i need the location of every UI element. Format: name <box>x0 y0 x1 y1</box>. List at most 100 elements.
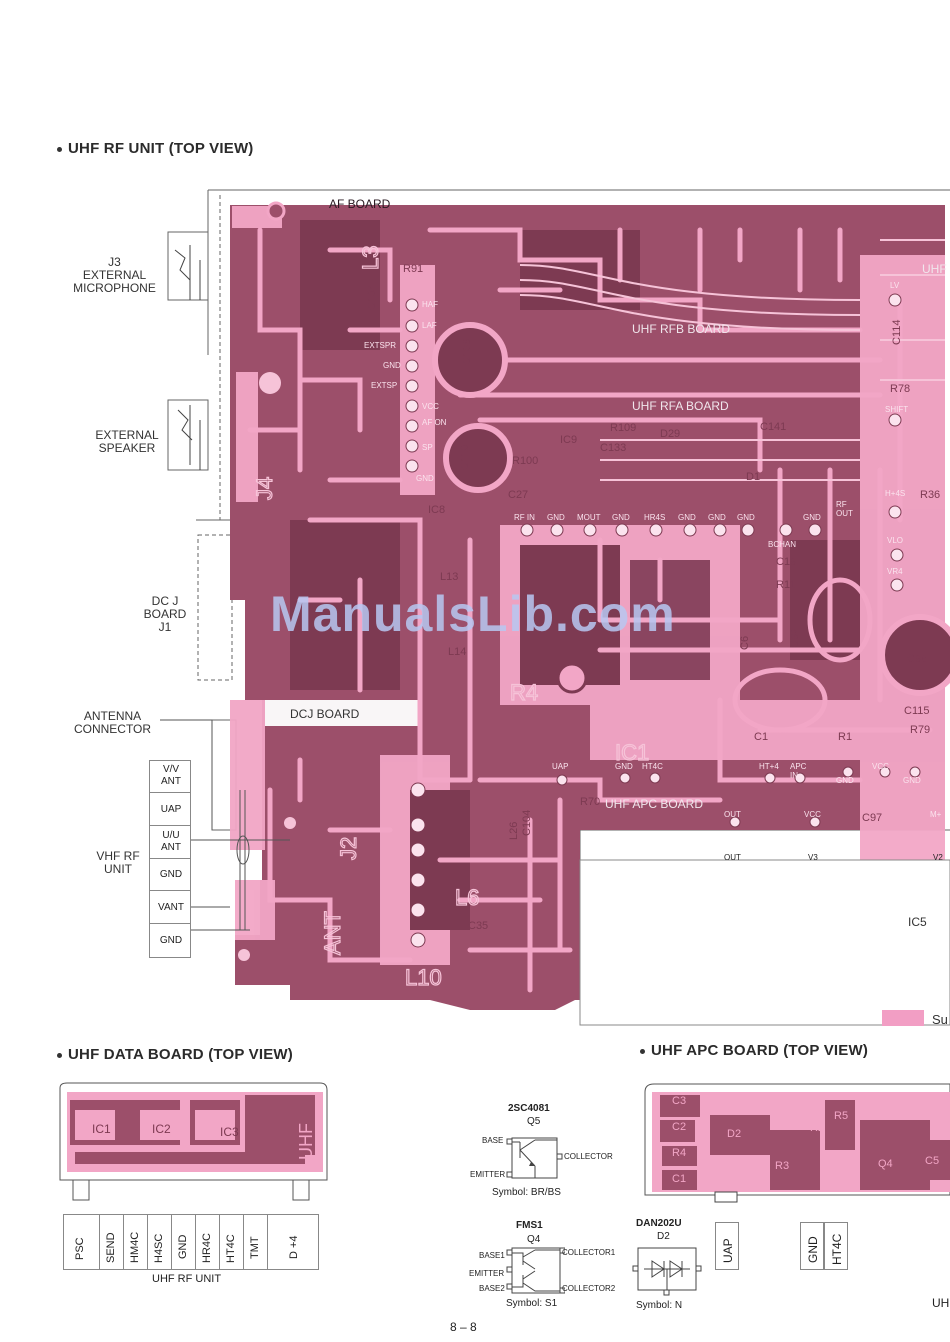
svg-text:ANT: ANT <box>320 911 345 955</box>
svg-text:C134: C134 <box>366 284 378 310</box>
jack-shapes <box>174 245 201 470</box>
svg-text:C108: C108 <box>461 339 473 365</box>
right-label: VLO <box>887 536 904 545</box>
right-label: BCHAN <box>768 540 797 549</box>
data-board-pin-table: PSC SEND HM4C H4SC GND HR4C HT4C TMT D +… <box>63 1214 319 1270</box>
right-label: SHIFT <box>885 405 909 414</box>
dc-j-board-label: DC J BOARD J1 <box>143 594 187 634</box>
svg-text:R109: R109 <box>610 422 636 434</box>
data-board-pin-cell: H4SC <box>147 1214 172 1270</box>
q5-emitter-label: EMITTER <box>470 1170 506 1179</box>
svg-text:L6: L6 <box>455 885 479 910</box>
apc-pads <box>556 766 921 828</box>
q4-base2-label: BASE2 <box>479 1284 505 1293</box>
svg-text:C133: C133 <box>600 442 626 454</box>
svg-text:R1: R1 <box>838 731 852 743</box>
test-point-pads <box>520 523 822 537</box>
uhf-top-label: UHF <box>922 262 947 276</box>
svg-text:C92: C92 <box>789 628 801 648</box>
svg-text:C114: C114 <box>891 320 903 345</box>
q4-transistor-symbol <box>506 1247 565 1294</box>
vhf-pin-label: UAP <box>160 804 182 815</box>
apc-part-label: C4 <box>872 1096 887 1108</box>
data-board-ic-label: IC3 <box>220 1125 239 1139</box>
right-label: LV <box>890 281 900 290</box>
q4-collector1-label: COLLECTOR1 <box>562 1248 616 1257</box>
q5-symbol-label: Symbol: BR/BS <box>492 1187 561 1198</box>
apc-point-label: M+ <box>930 810 942 819</box>
watermark: ManualsLib.com <box>270 586 676 642</box>
uhf-rfa-board-label: UHF RFA BOARD <box>632 399 729 413</box>
svg-text:D1: D1 <box>746 471 760 483</box>
apc-pin-cell: HT4C <box>824 1222 848 1270</box>
data-board-pin-label: TMT <box>249 1236 261 1259</box>
svg-text:C98: C98 <box>907 653 927 665</box>
apc-point-label: APC IN <box>790 762 807 780</box>
uhf-data-board-title: UHF DATA BOARD (TOP VIEW) <box>68 1046 293 1063</box>
data-board-pin-label: SEND <box>105 1232 117 1263</box>
test-point-label: GND <box>612 513 630 522</box>
apc-point-label: OUT <box>724 810 741 819</box>
uhf-apc-board <box>644 1083 950 1203</box>
apc-point-label: UAP <box>552 762 569 771</box>
q4-base1-label: BASE1 <box>479 1251 505 1260</box>
antenna-connector-label: ANTENNA CONNECTOR <box>73 709 152 736</box>
apc-pin-label: UAP <box>721 1238 735 1263</box>
data-board-caption: UHF RF UNIT <box>152 1273 222 1285</box>
apc-part-label: R3 <box>775 1160 790 1172</box>
d2-symbol-label: Symbol: N <box>636 1300 683 1311</box>
svg-text:R4: R4 <box>510 680 538 705</box>
apc-point-label: GND <box>836 776 854 785</box>
q4-collector2-label: COLLECTOR2 <box>562 1284 616 1293</box>
right-label: H+4S <box>885 489 906 498</box>
data-board-pin-cell: SEND <box>99 1214 124 1270</box>
data-board-pin-label: PSC <box>74 1237 86 1260</box>
q5-transistor-symbol <box>506 1137 563 1179</box>
q4-symbol-label: Symbol: S1 <box>506 1298 558 1309</box>
data-board-pin-cell: GND <box>171 1214 196 1270</box>
uhf-rfb-board-label: UHF RFB BOARD <box>632 322 731 336</box>
vhf-pin-cell: VANT <box>149 890 191 924</box>
svg-text:C115: C115 <box>904 705 929 717</box>
q4-emitter-label: EMITTER <box>469 1269 505 1278</box>
apc-point-label: GND <box>615 762 633 771</box>
data-board-pin-cell: D +4 <box>267 1214 319 1270</box>
below-board-label: V2 <box>933 853 943 862</box>
svg-text:L26: L26 <box>508 822 520 840</box>
test-point-label: RF IN <box>514 513 535 522</box>
svg-text:R70: R70 <box>580 796 600 808</box>
data-board-pin-cell: HR4C <box>195 1214 220 1270</box>
vhf-pin-cell: U/U ANT <box>149 825 191 859</box>
apc-pin-label: GND <box>806 1236 820 1263</box>
vhf-pin-label: VANT <box>158 902 184 913</box>
apc-part-label: C2 <box>672 1121 687 1133</box>
pad-label: GND <box>416 474 434 483</box>
svg-text:J2: J2 <box>336 837 361 860</box>
uhf-rf-unit-title: UHF RF UNIT (TOP VIEW) <box>68 140 254 157</box>
below-board-label: V3 <box>808 853 818 862</box>
apc-point-label: GND <box>903 776 921 785</box>
test-point-label: MOUT <box>577 513 601 522</box>
svg-text:R11: R11 <box>776 579 795 591</box>
vhf-pin-label: V/V ANT <box>161 764 181 787</box>
apc-part-label: C3 <box>672 1095 687 1107</box>
apc-part-label: C1 <box>672 1173 687 1185</box>
apc-part-label: R2 <box>810 1122 825 1134</box>
uhf-data-board <box>59 1082 328 1201</box>
pad-label: VCC <box>422 402 439 411</box>
apc-point-label: VCC <box>804 810 821 819</box>
uhf-apc-board-label: UHF APC BOARD <box>605 797 704 811</box>
q4-part-number: FMS1 <box>516 1220 543 1231</box>
vhf-pin-cell: GND <box>149 923 191 958</box>
uhf-data-board-heading: UHF DATA BOARD (TOP VIEW) <box>57 1046 293 1063</box>
below-board-label: OUT <box>724 853 741 862</box>
vhf-pin-label: GND <box>159 935 183 946</box>
svg-text:C141: C141 <box>760 421 786 433</box>
uhf-rf-unit-heading: UHF RF UNIT (TOP VIEW) <box>57 140 254 157</box>
svg-text:L14: L14 <box>448 646 466 658</box>
data-board-pin-label: HM4C <box>129 1231 141 1263</box>
right-side-pads <box>888 293 904 592</box>
apc-pin-label: HT4C <box>830 1233 844 1265</box>
